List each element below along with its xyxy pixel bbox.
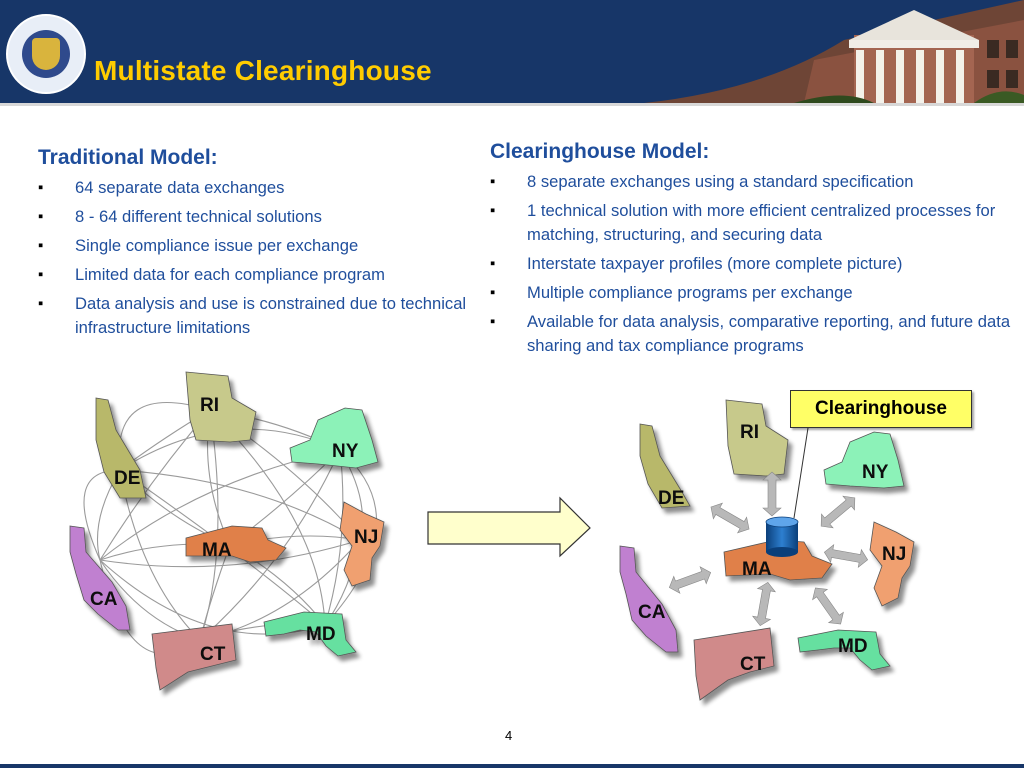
state-label-nj: NJ [354,527,378,548]
header-bar: Multistate Clearinghouse [0,0,1024,103]
clearinghouse-model-section: Clearinghouse Model: 8 separate exchange… [490,140,1015,363]
clearinghouse-state-nj: NJ [869,521,915,607]
database-icon [765,516,799,557]
hub-arrows [668,471,869,627]
clearinghouse-state-ri: RI [725,399,789,477]
state-label-ca: CA [90,589,118,610]
traditional-state-ma: MA [185,525,287,563]
callout-pointer [793,427,809,519]
traditional-bullet: Data analysis and use is constrained due… [38,292,468,340]
state-label-de: DE [658,488,684,509]
clearinghouse-bullet: 8 separate exchanges using a standard sp… [490,170,1015,194]
traditional-state-ct: CT [151,623,237,691]
clearinghouse-bullet: Interstate taxpayer profiles (more compl… [490,252,1015,276]
clearinghouse-state-md: MD [797,629,891,671]
state-label-md: MD [306,624,336,645]
traditional-heading: Traditional Model: [38,146,218,169]
clearinghouse-state-ct: CT [693,627,775,701]
state-label-ct: CT [740,654,766,675]
state-label-ma: MA [202,540,232,561]
traditional-bullet: Single compliance issue per exchange [38,234,468,258]
clearinghouse-state-ny: NY [823,431,905,489]
clearinghouse-bullet: Multiple compliance programs per exchang… [490,281,1015,305]
traditional-state-md: MD [263,611,357,657]
clearinghouse-state-ma: MA [723,539,833,581]
state-label-ca: CA [638,602,666,623]
state-label-ma: MA [742,559,772,580]
arrow-to-de [710,502,750,534]
traditional-state-de: DE [95,397,147,499]
traditional-bullet: 8 - 64 different technical solutions [38,205,468,229]
arrow-to-ca [668,566,712,594]
arrow-to-md [812,587,844,625]
arrow-to-ny [820,495,856,529]
clearinghouse-bullet: 1 technical solution with more efficient… [490,199,1015,247]
footer-divider [0,764,1024,768]
traditional-state-ri: RI [185,371,257,443]
clearinghouse-state-de: DE [639,423,691,509]
traditional-model-section: Traditional Model: 64 separate data exch… [38,146,468,345]
clearinghouse-state-ca: CA [619,545,679,653]
clearinghouse-heading: Clearinghouse Model: [490,140,710,163]
clearinghouse-bullets: 8 separate exchanges using a standard sp… [490,170,1015,358]
massachusetts-seal-icon [6,14,86,94]
arrow-to-ri [762,471,782,517]
traditional-bullets: 64 separate data exchanges 8 - 64 differ… [38,176,468,340]
traditional-bullet: Limited data for each compliance program [38,263,468,287]
state-label-ny: NY [332,441,359,462]
arrow-to-nj [823,543,869,569]
traditional-bullet: 64 separate data exchanges [38,176,468,200]
page-title: Multistate Clearinghouse [94,55,432,86]
seal-shield-icon [32,38,60,70]
header-divider [0,103,1024,106]
state-label-md: MD [838,636,868,657]
traditional-state-nj: NJ [339,501,385,587]
traditional-state-ca: CA [69,525,131,631]
state-label-ct: CT [200,644,226,665]
state-label-nj: NJ [882,544,906,565]
state-label-ri: RI [200,395,219,416]
arrow-to-ct [751,581,777,627]
clearinghouse-bullet: Available for data analysis, comparative… [490,310,1015,358]
model-diagrams: RI NY DE NJ MA CA CT MD RI NY D [69,371,915,701]
state-house-building-image [644,0,1024,103]
clearinghouse-callout: Clearinghouse [790,390,972,428]
traditional-state-ny: NY [289,407,379,469]
page-number: 4 [505,728,513,743]
transition-arrow [427,496,591,558]
state-label-ny: NY [862,462,889,483]
state-label-ri: RI [740,422,759,443]
state-label-de: DE [114,468,140,489]
